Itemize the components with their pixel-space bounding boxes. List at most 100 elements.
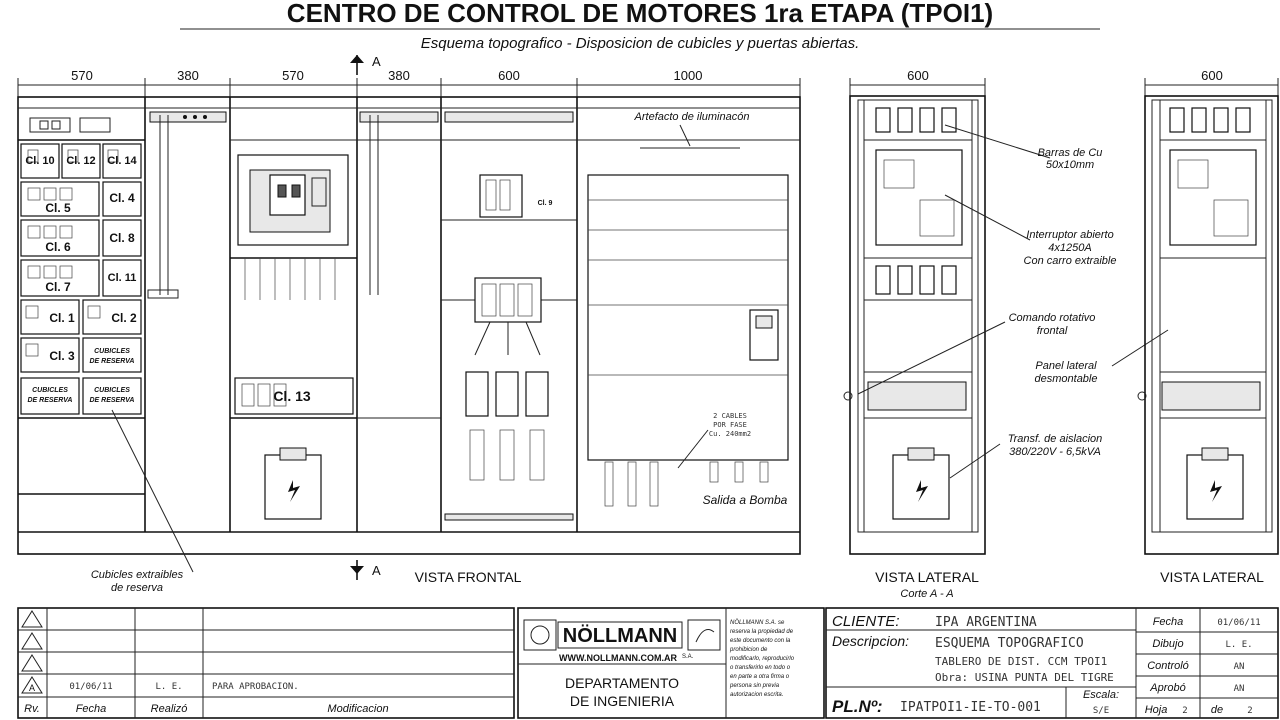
svg-text:reserva la propiedad de: reserva la propiedad de: [730, 629, 794, 635]
cubicle-label-cl13: Cl. 13: [273, 388, 311, 404]
sheet-value: 2: [1182, 706, 1187, 716]
dim-570-a: 570: [71, 68, 93, 83]
cubicle-grid-column-1: [18, 143, 145, 495]
view-sublabel-side-1: Corte A - A: [900, 588, 953, 600]
dim-380-a: 380: [177, 68, 199, 83]
plan-number-label: PL.Nº:: [832, 697, 883, 716]
company-legal-notice: NÖLLMANN S.A. se reserva la propiedad de…: [729, 619, 795, 698]
client-label: CLIENTE:: [832, 613, 900, 630]
dim-1000: 1000: [674, 68, 703, 83]
annotation-breaker-3: Con carro extraible: [1024, 255, 1117, 267]
approved-value: AN: [1234, 684, 1245, 694]
cubicle-label-cl1: Cl. 1: [49, 311, 75, 325]
description-label: Descripcion:: [832, 633, 909, 649]
revision-row-a-realizo: L. E.: [155, 682, 182, 692]
annotation-cables-2: POR FASE: [713, 421, 747, 429]
cubicle-label-cl4: Cl. 4: [109, 191, 135, 205]
annotation-withdrawable-1: Cubicles extraibles: [91, 569, 184, 581]
side-view-1-dimension: [849, 78, 986, 96]
annotation-breaker-2: 4x1250A: [1048, 242, 1091, 254]
cubicle-label-cl11: Cl. 11: [108, 272, 137, 284]
cubicle-label-cl12: Cl. 12: [66, 155, 95, 167]
svg-text:o transferirlo en todo o: o transferirlo en todo o: [730, 665, 791, 671]
svg-text:prohibicion de: prohibicion de: [729, 647, 768, 653]
revision-header-realizo: Realizó: [151, 703, 188, 715]
cubicle-label-cl8: Cl. 8: [109, 231, 135, 245]
cable-duct-column-2: [147, 115, 179, 299]
annotation-panel-1: Panel lateral: [1035, 360, 1097, 372]
svg-text:modificarlo, reproducirlo: modificarlo, reproducirlo: [730, 656, 795, 662]
cubicle-reserve-2-line2: DE RESERVA: [28, 397, 73, 404]
description-line-1: ESQUEMA TOPOGRAFICO: [935, 636, 1084, 651]
svg-text:NÖLLMANN S.A. se: NÖLLMANN S.A. se: [730, 619, 785, 626]
cubicle-label-cl14: Cl. 14: [107, 155, 137, 167]
side-view-2-panel: [1137, 95, 1279, 555]
checked-label: Controló: [1147, 660, 1189, 672]
revision-block: [17, 607, 515, 719]
section-marker-bottom: A: [350, 560, 381, 580]
project-title-block: [825, 607, 1279, 719]
view-label-front: VISTA FRONTAL: [415, 569, 522, 585]
cubicle-reserve-3-line1: CUBICLES: [94, 387, 130, 394]
annotation-pump-outlet: Salida a Bomba: [703, 493, 788, 507]
client-value: IPA ARGENTINA: [935, 615, 1037, 630]
checked-value: AN: [1234, 662, 1245, 672]
revision-row-a-modificacion: PARA APROBACION.: [212, 682, 299, 692]
drawing-title: CENTRO DE CONTROL DE MOTORES 1ra ETAPA (…: [287, 0, 993, 28]
scale-label: Escala:: [1083, 689, 1119, 701]
dim-side-2: 600: [1201, 68, 1223, 83]
cubicle-label-cl6: Cl. 6: [45, 240, 71, 254]
svg-text:persona sin previa: persona sin previa: [729, 683, 780, 689]
revision-header-modificacion: Modificacion: [327, 703, 388, 715]
approved-label: Aprobó: [1149, 682, 1185, 694]
front-dimension-line: [17, 78, 801, 100]
view-label-side-2: VISTA LATERAL: [1160, 569, 1264, 585]
revision-row-a-rv: A: [29, 683, 35, 693]
annotation-breaker-1: Interruptor abierto: [1026, 229, 1113, 241]
company-block: [517, 607, 825, 719]
company-department-1: DEPARTAMENTO: [565, 675, 679, 691]
cubicle-label-cl5: Cl. 5: [45, 201, 71, 215]
description-line-3: Obra: USINA PUNTA DEL TIGRE: [935, 671, 1114, 684]
annotation-cables-3: Cu. 240mm2: [709, 430, 751, 438]
date-value: 01/06/11: [1217, 618, 1260, 628]
annotation-busbar-1: Barras de Cu: [1038, 147, 1103, 159]
company-logo-sa: S.A.: [682, 654, 694, 660]
date-label: Fecha: [1153, 616, 1184, 628]
annotation-rotary-2: frontal: [1037, 325, 1068, 337]
cubicle-label-cl7: Cl. 7: [45, 280, 71, 294]
company-department-2: DE INGENIERIA: [570, 693, 675, 709]
cable-duct-column-4: [357, 115, 441, 419]
sheet-of-label: de: [1211, 704, 1223, 716]
drawn-value: L. E.: [1225, 640, 1252, 650]
svg-text:este documento con la: este documento con la: [730, 638, 791, 644]
annotation-withdrawable-2: de reserva: [111, 582, 163, 594]
main-breaker-column-3: [230, 154, 357, 520]
cubicle-label-cl2: Cl. 2: [111, 311, 137, 325]
dim-600: 600: [498, 68, 520, 83]
annotation-transformer-1: Transf. de aislacion: [1008, 433, 1103, 445]
company-website: WWW.NOLLMANN.COM.AR: [559, 653, 677, 663]
front-view-panel: [17, 96, 801, 555]
annotation-panel-2: desmontable: [1035, 373, 1098, 385]
revision-header-fecha: Fecha: [76, 703, 107, 715]
svg-text:A: A: [372, 563, 381, 578]
description-line-2: TABLERO DE DIST. CCM TPOI1: [935, 655, 1107, 668]
svg-text:autorizacion escrita.: autorizacion escrita.: [730, 692, 783, 698]
dim-570-b: 570: [282, 68, 304, 83]
dim-side-1: 600: [907, 68, 929, 83]
annotation-transformer-2: 380/220V - 6,5kVA: [1009, 446, 1101, 458]
drive-column-6: [587, 147, 789, 507]
revision-row-a-fecha: 01/06/11: [69, 682, 112, 692]
annotation-lighting: Artefacto de iluminacón: [634, 111, 750, 123]
scale-value: S/E: [1093, 706, 1109, 716]
svg-text:en parte a otra firma o: en parte a otra firma o: [730, 674, 790, 680]
revision-header-rv: Rv.: [24, 703, 40, 715]
company-logo: NÖLLMANN: [563, 624, 677, 647]
drawn-label: Dibujo: [1152, 638, 1183, 650]
view-label-side-1: VISTA LATERAL: [875, 569, 979, 585]
cubicle-reserve-1-line1: CUBICLES: [94, 348, 130, 355]
sheet-of-value: 2: [1247, 706, 1252, 716]
cubicle-reserve-2-line1: CUBICLES: [32, 387, 68, 394]
